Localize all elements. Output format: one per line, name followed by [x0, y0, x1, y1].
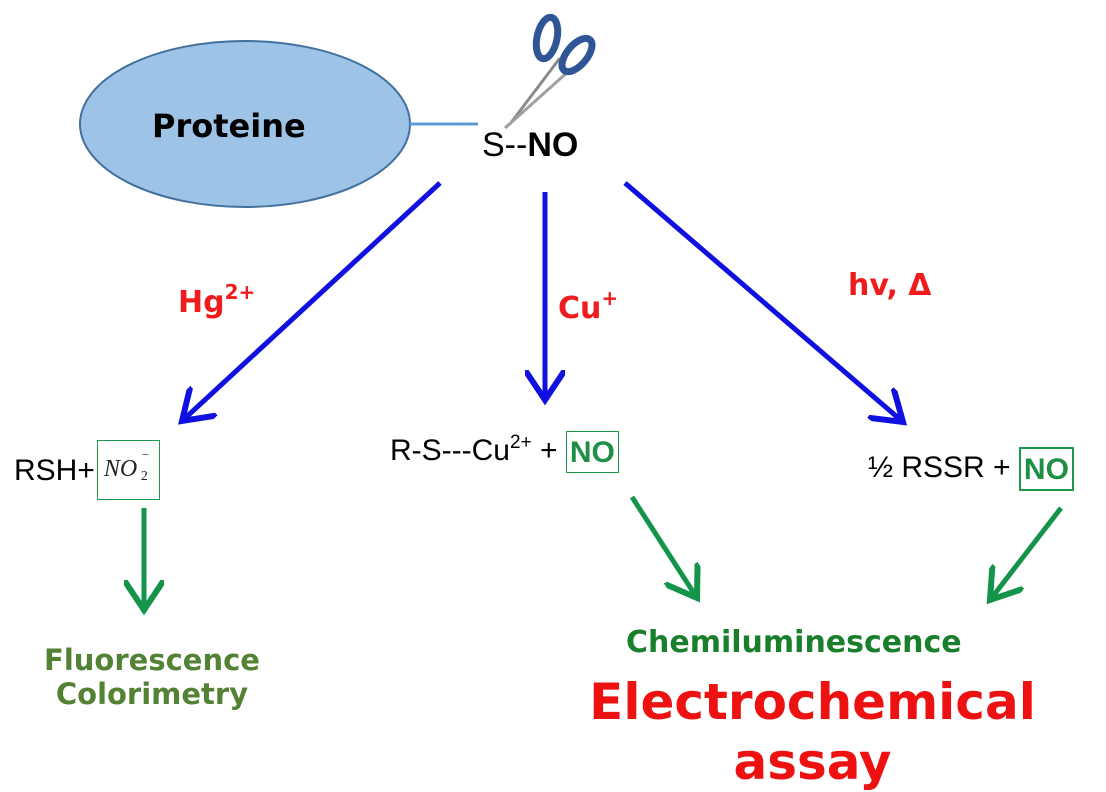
nitrite-symbol: NO [103, 456, 138, 482]
nitric-oxide-box-right: NO [1018, 447, 1074, 491]
chemiluminescence-detection-arrow [629, 495, 697, 598]
nitric-oxide-box-middle: NO [565, 431, 619, 473]
copper-reagent-label: Cu+ [558, 286, 618, 326]
plus-sign: + [531, 433, 566, 467]
product-disulfide: ½ RSSR + NO [868, 447, 1074, 491]
electrochemical-detection-arrow [990, 506, 1063, 600]
electrochemical-assay-label: Electrochemical assay [589, 673, 1036, 791]
sulfur-label: S-- [482, 126, 528, 164]
protein-label: Proteine [152, 107, 306, 145]
mercury-charge: 2+ [224, 280, 256, 304]
hg-reaction-arrow [182, 181, 442, 421]
fluorescence-colorimetry-methods: Fluorescence Colorimetry [24, 643, 280, 711]
photolysis-reaction-arrow [623, 181, 903, 422]
rsh-label: RSH+ [14, 454, 95, 487]
copper-symbol: Cu [558, 291, 602, 326]
nitroso-label: NO [527, 126, 579, 164]
s-no-group: S--NO [482, 126, 578, 165]
disulfide-label: ½ RSSR + [868, 450, 1019, 484]
copper-thiolate-charge: 2+ [510, 431, 532, 453]
nitrite-subscript: 2 [140, 469, 148, 484]
colorimetry-label: Colorimetry [55, 677, 249, 711]
product-rsh-nitrite: RSH+ NO− 2 [14, 440, 160, 500]
scissors-icon [504, 13, 596, 130]
product-copper-thiolate: R-S---Cu2+ + NO [390, 431, 619, 473]
mercury-reagent-label: Hg2+ [178, 280, 255, 320]
fluorescence-label: Fluorescence [44, 643, 260, 677]
copper-charge: + [601, 286, 619, 310]
copper-thiolate-label: R-S---Cu [390, 433, 510, 467]
chemiluminescence-label: Chemiluminescence [626, 625, 962, 660]
photolysis-heat-label: hv, Δ [848, 268, 932, 303]
mercury-symbol: Hg [178, 285, 225, 320]
nitrite-box: NO− 2 [96, 440, 160, 500]
nitrite-charge: − [141, 447, 150, 462]
